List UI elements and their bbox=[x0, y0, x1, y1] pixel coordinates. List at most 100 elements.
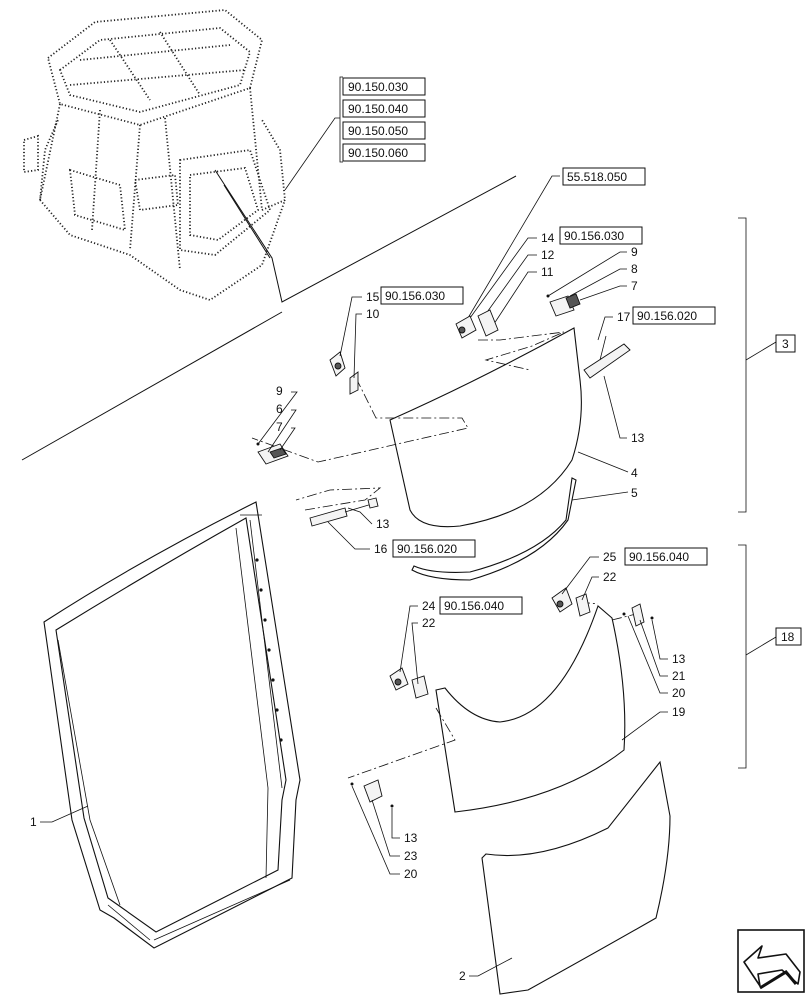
leader-19 bbox=[621, 711, 668, 741]
leader-55518050 bbox=[467, 175, 560, 319]
callout-23[interactable]: 23 bbox=[404, 849, 418, 863]
callout-14[interactable]: 14 bbox=[541, 231, 555, 245]
hinge-14 bbox=[455, 309, 499, 339]
ref-box[interactable] bbox=[342, 77, 426, 96]
leader-22a bbox=[581, 576, 599, 601]
ref-90-150-040[interactable]: 90.150.040 bbox=[348, 102, 408, 116]
callout-2[interactable]: 2 bbox=[459, 969, 466, 983]
hinge-25 bbox=[551, 587, 591, 617]
leader-17 bbox=[597, 316, 613, 341]
ref-box[interactable] bbox=[392, 539, 476, 558]
leader-7a bbox=[279, 427, 296, 451]
ref-90-150-060[interactable]: 90.150.060 bbox=[348, 146, 408, 160]
leader-1 bbox=[40, 805, 89, 823]
leader-6 bbox=[267, 409, 297, 453]
leader-12 bbox=[479, 254, 537, 323]
leader-13c bbox=[651, 619, 668, 660]
leader-2 bbox=[469, 957, 513, 977]
ref-box[interactable] bbox=[439, 596, 523, 615]
callout-13[interactable]: 13 bbox=[376, 517, 390, 531]
ref-16[interactable]: 90.156.020 bbox=[397, 542, 457, 556]
group-label-18[interactable]: 18 bbox=[781, 630, 795, 644]
latch-bracket-right bbox=[546, 293, 581, 317]
cab-reference-list: 90.150.030 90.150.040 90.150.050 90.150.… bbox=[284, 76, 426, 191]
ref-box[interactable] bbox=[342, 99, 426, 118]
callout-7[interactable]: 7 bbox=[631, 279, 638, 293]
ref-17[interactable]: 90.156.020 bbox=[637, 309, 697, 323]
callout-20[interactable]: 20 bbox=[404, 867, 418, 881]
group-box-18[interactable] bbox=[775, 627, 802, 646]
leader-4 bbox=[577, 451, 629, 473]
frame-bolt-row bbox=[255, 558, 283, 742]
bottom-window-glass bbox=[481, 760, 671, 995]
group-bracket-lower bbox=[738, 544, 747, 769]
leader-11 bbox=[489, 271, 537, 331]
callout-19[interactable]: 19 bbox=[672, 705, 686, 719]
callout-4[interactable]: 4 bbox=[631, 466, 638, 480]
callout-17[interactable]: 17 bbox=[617, 310, 631, 324]
next-page-arrow-icon[interactable] bbox=[737, 929, 805, 993]
leader-15 bbox=[339, 296, 362, 357]
callout-7[interactable]: 7 bbox=[276, 420, 283, 434]
callout-13[interactable]: 13 bbox=[631, 431, 645, 445]
ref-box[interactable] bbox=[342, 121, 426, 140]
callout-20[interactable]: 20 bbox=[672, 686, 686, 700]
leader-20b bbox=[351, 785, 400, 875]
leader-21 bbox=[639, 619, 668, 677]
detail-divider-line bbox=[214, 169, 517, 303]
ref-box[interactable] bbox=[559, 226, 643, 245]
ref-box[interactable] bbox=[342, 143, 426, 162]
ref-box[interactable] bbox=[632, 306, 716, 325]
leader-8 bbox=[569, 268, 627, 297]
windshield-frame bbox=[43, 501, 301, 949]
detail-divider-line bbox=[21, 311, 283, 461]
lower-window-glass bbox=[435, 605, 626, 813]
leader-24 bbox=[399, 605, 418, 673]
callout-25[interactable]: 25 bbox=[603, 550, 617, 564]
callout-21[interactable]: 21 bbox=[672, 669, 686, 683]
cab-illustration bbox=[23, 9, 286, 301]
ref-box[interactable] bbox=[562, 167, 646, 186]
hinge-24 bbox=[389, 667, 429, 699]
ref-14[interactable]: 90.156.030 bbox=[564, 229, 624, 243]
ref-90-150-050[interactable]: 90.150.050 bbox=[348, 124, 408, 138]
ref-55-518-050[interactable]: 55.518.050 bbox=[567, 170, 627, 184]
callout-13[interactable]: 13 bbox=[404, 831, 418, 845]
leader-25 bbox=[561, 556, 599, 595]
hinge-15 bbox=[329, 351, 359, 395]
callout-10[interactable]: 10 bbox=[366, 307, 380, 321]
callout-11[interactable]: 11 bbox=[541, 265, 554, 279]
bracket-21 bbox=[622, 603, 654, 627]
ref-24[interactable]: 90.156.040 bbox=[444, 599, 504, 613]
callout-22[interactable]: 22 bbox=[603, 570, 617, 584]
callout-8[interactable]: 8 bbox=[631, 262, 638, 276]
leader-13a bbox=[603, 375, 627, 439]
callout-15[interactable]: 15 bbox=[366, 290, 380, 304]
ref-box[interactable] bbox=[380, 286, 464, 305]
ref-25[interactable]: 90.156.040 bbox=[629, 550, 689, 564]
group-box-3[interactable] bbox=[775, 334, 796, 353]
leader-5 bbox=[571, 491, 629, 501]
ref-15[interactable]: 90.156.030 bbox=[385, 289, 445, 303]
group-label-3[interactable]: 3 bbox=[782, 337, 789, 351]
ref-90-150-030[interactable]: 90.150.030 bbox=[348, 80, 408, 94]
callout-16[interactable]: 16 bbox=[374, 542, 388, 556]
callout-13[interactable]: 13 bbox=[672, 652, 686, 666]
callout-9[interactable]: 9 bbox=[631, 245, 638, 259]
callout-12[interactable]: 12 bbox=[541, 248, 555, 262]
leader-14 bbox=[469, 237, 537, 319]
leader-22b bbox=[411, 622, 419, 685]
gas-strut-17 bbox=[583, 335, 631, 379]
group-bracket-upper bbox=[738, 217, 747, 513]
callout-6[interactable]: 6 bbox=[276, 402, 283, 416]
callout-24[interactable]: 24 bbox=[422, 599, 436, 613]
ref-box[interactable] bbox=[624, 547, 708, 566]
callout-1[interactable]: 1 bbox=[30, 815, 37, 829]
leader-9a bbox=[257, 391, 298, 445]
callout-22[interactable]: 22 bbox=[422, 616, 436, 630]
leader-7b bbox=[579, 285, 627, 301]
callout-9[interactable]: 9 bbox=[276, 384, 283, 398]
leader-16 bbox=[327, 521, 370, 550]
leader-13b bbox=[347, 507, 373, 525]
callout-5[interactable]: 5 bbox=[631, 486, 638, 500]
